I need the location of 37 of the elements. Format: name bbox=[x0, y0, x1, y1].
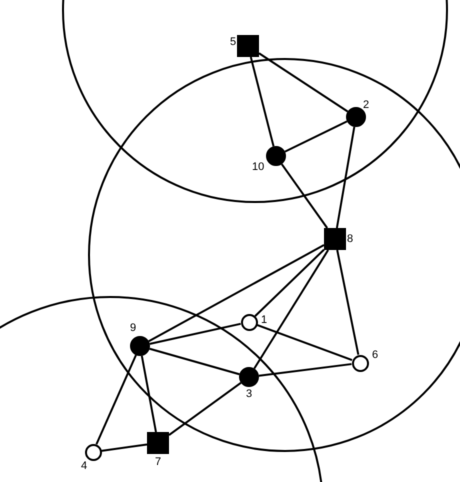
node-number: 3 bbox=[246, 388, 252, 400]
link-line bbox=[140, 356, 157, 432]
filled-dot-marker bbox=[346, 107, 366, 127]
box-marker bbox=[147, 432, 169, 454]
node-number: 5 bbox=[230, 36, 236, 48]
link-line bbox=[250, 56, 274, 147]
link-line bbox=[101, 444, 148, 452]
link-line bbox=[256, 324, 352, 361]
node-number: 2 bbox=[363, 99, 370, 111]
link-line bbox=[254, 248, 325, 317]
open-circle-marker bbox=[240, 314, 258, 330]
link-line bbox=[258, 363, 352, 377]
link-line bbox=[284, 120, 348, 153]
filled-dot-marker bbox=[130, 336, 150, 356]
node-number: 4 bbox=[81, 460, 88, 472]
link-line bbox=[150, 322, 241, 345]
node-number: 9 bbox=[130, 322, 136, 334]
filled-dot-marker bbox=[266, 146, 286, 166]
node-number: 7 bbox=[155, 456, 162, 468]
node-number: 8 bbox=[347, 233, 354, 245]
link-line bbox=[336, 126, 356, 228]
link-line bbox=[280, 164, 328, 229]
link-line bbox=[149, 348, 240, 376]
filled-dot-marker bbox=[239, 367, 259, 387]
link-line bbox=[168, 382, 242, 436]
node-number: 1 bbox=[261, 314, 268, 326]
link-line bbox=[336, 250, 360, 355]
box-marker bbox=[324, 228, 346, 250]
node-number: 10 bbox=[252, 161, 264, 173]
link-line bbox=[96, 354, 137, 445]
open-circle-marker bbox=[84, 444, 102, 460]
link-line bbox=[253, 249, 329, 370]
link-line bbox=[258, 52, 348, 112]
box-marker bbox=[237, 35, 259, 57]
node-number: 6 bbox=[372, 349, 378, 361]
open-circle-marker bbox=[352, 354, 368, 372]
link-line bbox=[148, 244, 324, 342]
